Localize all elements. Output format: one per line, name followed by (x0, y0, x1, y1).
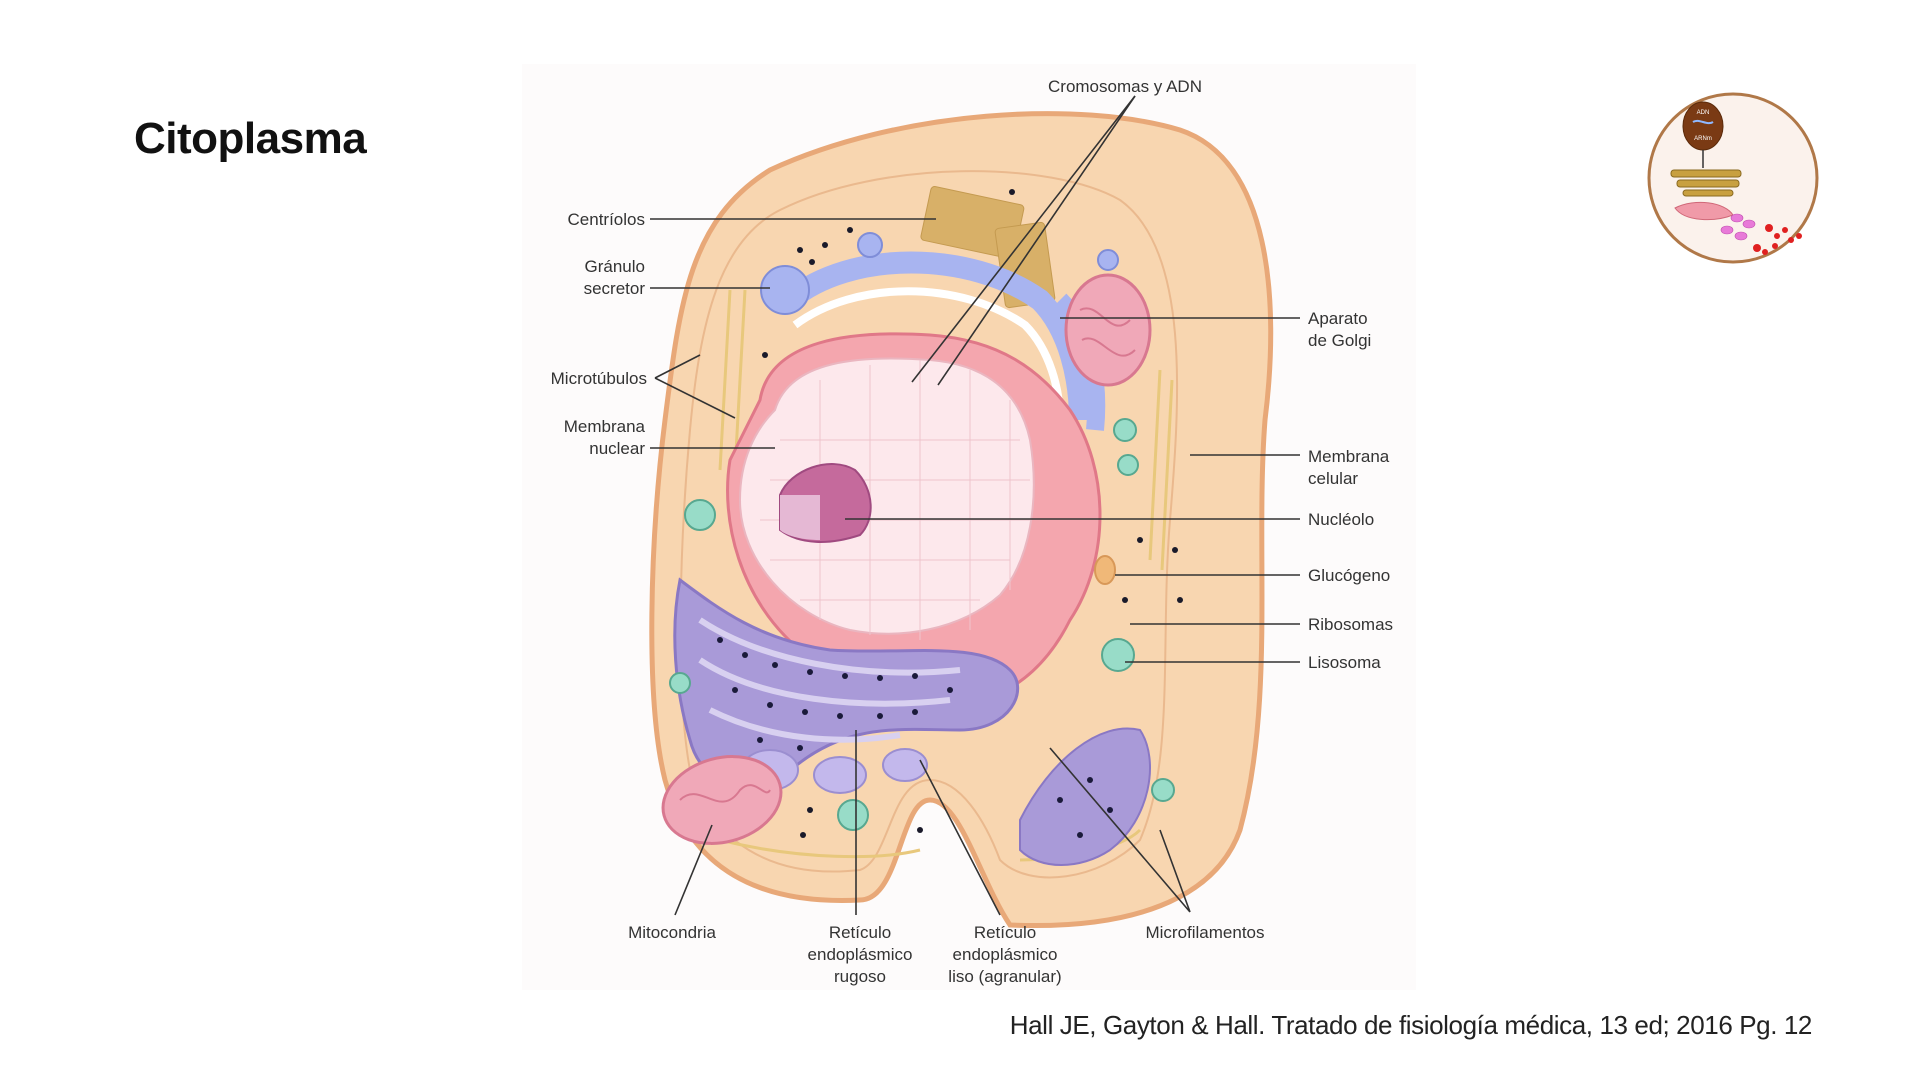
nucleolus (779, 463, 872, 543)
label-membrana-nuclear-2: nuclear (589, 439, 645, 458)
label-rer-3: rugoso (834, 967, 886, 986)
label-microfilamentos: Microfilamentos (1145, 923, 1264, 942)
free-ribosomes (762, 189, 1183, 838)
cell-membrane-inner (679, 170, 1179, 879)
vesicle (1097, 249, 1119, 271)
lysosomes (669, 418, 1175, 831)
label-granulo-2: secretor (584, 279, 646, 298)
protein-synthesis-logo: ADN ARNm (1647, 92, 1819, 264)
label-golgi-2: de Golgi (1308, 331, 1371, 350)
label-membrana-nuclear-1: Membrana (564, 417, 646, 436)
label-mitocondria: Mitocondria (628, 923, 716, 942)
label-ribosomas: Ribosomas (1308, 615, 1393, 634)
label-ser-1: Retículo (974, 923, 1036, 942)
label-centriolos: Centríolos (568, 210, 645, 229)
label-glucogeno: Glucógeno (1308, 566, 1390, 585)
secretory-granule (760, 265, 810, 315)
slide-title: Citoplasma (134, 114, 367, 163)
citation: Hall JE, Gayton & Hall. Tratado de fisio… (1009, 1010, 1813, 1040)
label-lisosoma: Lisosoma (1308, 653, 1381, 672)
label-ser-2: endoplásmico (953, 945, 1058, 964)
leader-lines (650, 95, 1300, 916)
vesicle (857, 232, 883, 258)
rough-endoplasmic-reticulum (673, 577, 1020, 790)
diagram-labels: Cromosomas y ADN Centríolos Gránulo secr… (551, 77, 1393, 986)
label-ser-3: liso (agranular) (948, 967, 1061, 986)
label-microtubulos: Microtúbulos (551, 369, 647, 388)
label-membrana-celular-1: Membrana (1308, 447, 1390, 466)
label-cromosomas: Cromosomas y ADN (1048, 77, 1202, 96)
label-nucleolo: Nucléolo (1308, 510, 1374, 529)
glycogen (1094, 555, 1116, 585)
logo-arnm-text: ARNm (1694, 136, 1712, 142)
mitochondrion-top (1064, 273, 1152, 387)
logo-adn-text: ADN (1697, 110, 1710, 116)
er-bottom-right (1019, 727, 1151, 866)
mitochondrion-bottom (661, 755, 783, 845)
label-rer-2: endoplásmico (808, 945, 913, 964)
label-granulo-1: Gránulo (585, 257, 645, 276)
label-rer-1: Retículo (829, 923, 891, 942)
label-membrana-celular-2: celular (1308, 469, 1358, 488)
label-golgi-1: Aparato (1308, 309, 1368, 328)
